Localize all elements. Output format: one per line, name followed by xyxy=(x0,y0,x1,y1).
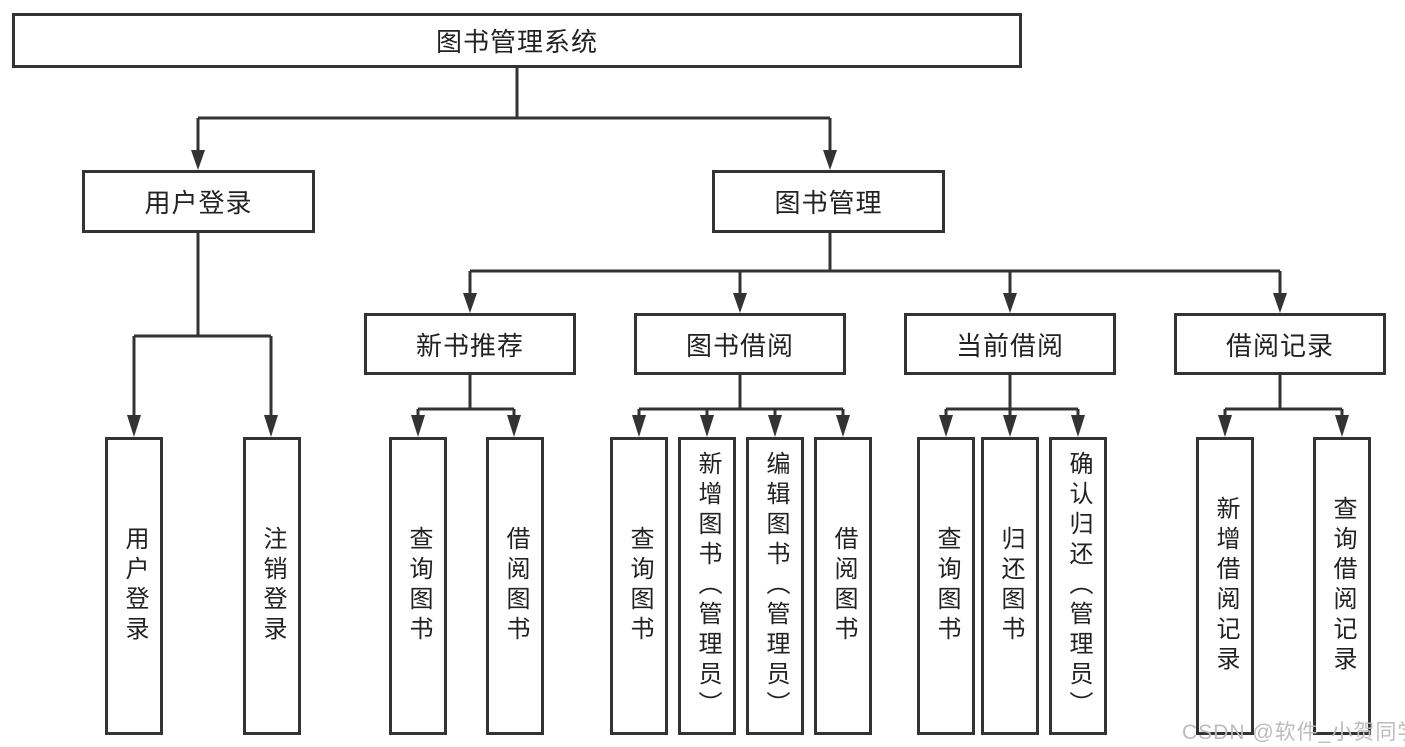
node-borrow-records: 借阅记录 xyxy=(1174,313,1386,375)
node-label: 借阅图书 xyxy=(830,526,857,646)
node-label: 新书推荐 xyxy=(415,330,524,361)
node-leaf-cb-return-book: 归还图书 xyxy=(981,437,1039,735)
node-label: 查询图书 xyxy=(626,526,653,646)
node-leaf-cb-confirm-return-admin: 确认归还（管理员） xyxy=(1049,437,1107,735)
node-leaf-logout: 注销登录 xyxy=(243,437,301,735)
node-book-borrow: 图书借阅 xyxy=(634,313,846,375)
node-label: 图书管理 xyxy=(774,188,883,218)
node-label: 确认归还（管理员） xyxy=(1065,451,1092,721)
node-root-label: 图书管理系统 xyxy=(435,27,598,57)
node-label: 归还图书 xyxy=(997,526,1024,646)
node-leaf-cb-query-book: 查询图书 xyxy=(917,437,975,735)
node-leaf-br-query-record: 查询借阅记录 xyxy=(1313,437,1371,735)
node-leaf-br-add-record: 新增借阅记录 xyxy=(1196,437,1254,735)
node-label: 编辑图书（管理员） xyxy=(762,451,789,721)
node-leaf-bb-add-book-admin: 新增图书（管理员） xyxy=(678,437,736,735)
node-label: 注销登录 xyxy=(259,526,286,646)
node-label: 查询图书 xyxy=(405,526,432,646)
node-leaf-nbr-borrow-book: 借阅图书 xyxy=(486,437,544,735)
node-label: 新增图书（管理员） xyxy=(694,451,721,721)
node-label: 图书借阅 xyxy=(685,330,794,361)
node-new-book-recommend: 新书推荐 xyxy=(364,313,576,375)
node-leaf-nbr-query-book: 查询图书 xyxy=(389,437,447,735)
node-label: 查询借阅记录 xyxy=(1329,496,1356,676)
node-label: 用户登录 xyxy=(121,526,148,646)
csdn-watermark: CSDN @软件_小贺同学 xyxy=(1182,721,1405,744)
node-label: 借阅图书 xyxy=(502,526,529,646)
node-label: 查询图书 xyxy=(933,526,960,646)
node-leaf-bb-query-book: 查询图书 xyxy=(610,437,668,735)
node-root-system: 图书管理系统 xyxy=(12,13,1022,68)
node-label: 用户登录 xyxy=(144,188,253,218)
node-current-borrow: 当前借阅 xyxy=(904,313,1116,375)
node-user-login-group: 用户登录 xyxy=(82,170,315,233)
node-label: 当前借阅 xyxy=(955,330,1064,361)
node-label: 借阅记录 xyxy=(1225,330,1334,361)
node-label: 新增借阅记录 xyxy=(1212,496,1239,676)
node-leaf-bb-edit-book-admin: 编辑图书（管理员） xyxy=(746,437,804,735)
node-leaf-user-login: 用户登录 xyxy=(105,437,163,735)
node-book-management-group: 图书管理 xyxy=(712,170,945,233)
node-leaf-bb-borrow-book: 借阅图书 xyxy=(814,437,872,735)
